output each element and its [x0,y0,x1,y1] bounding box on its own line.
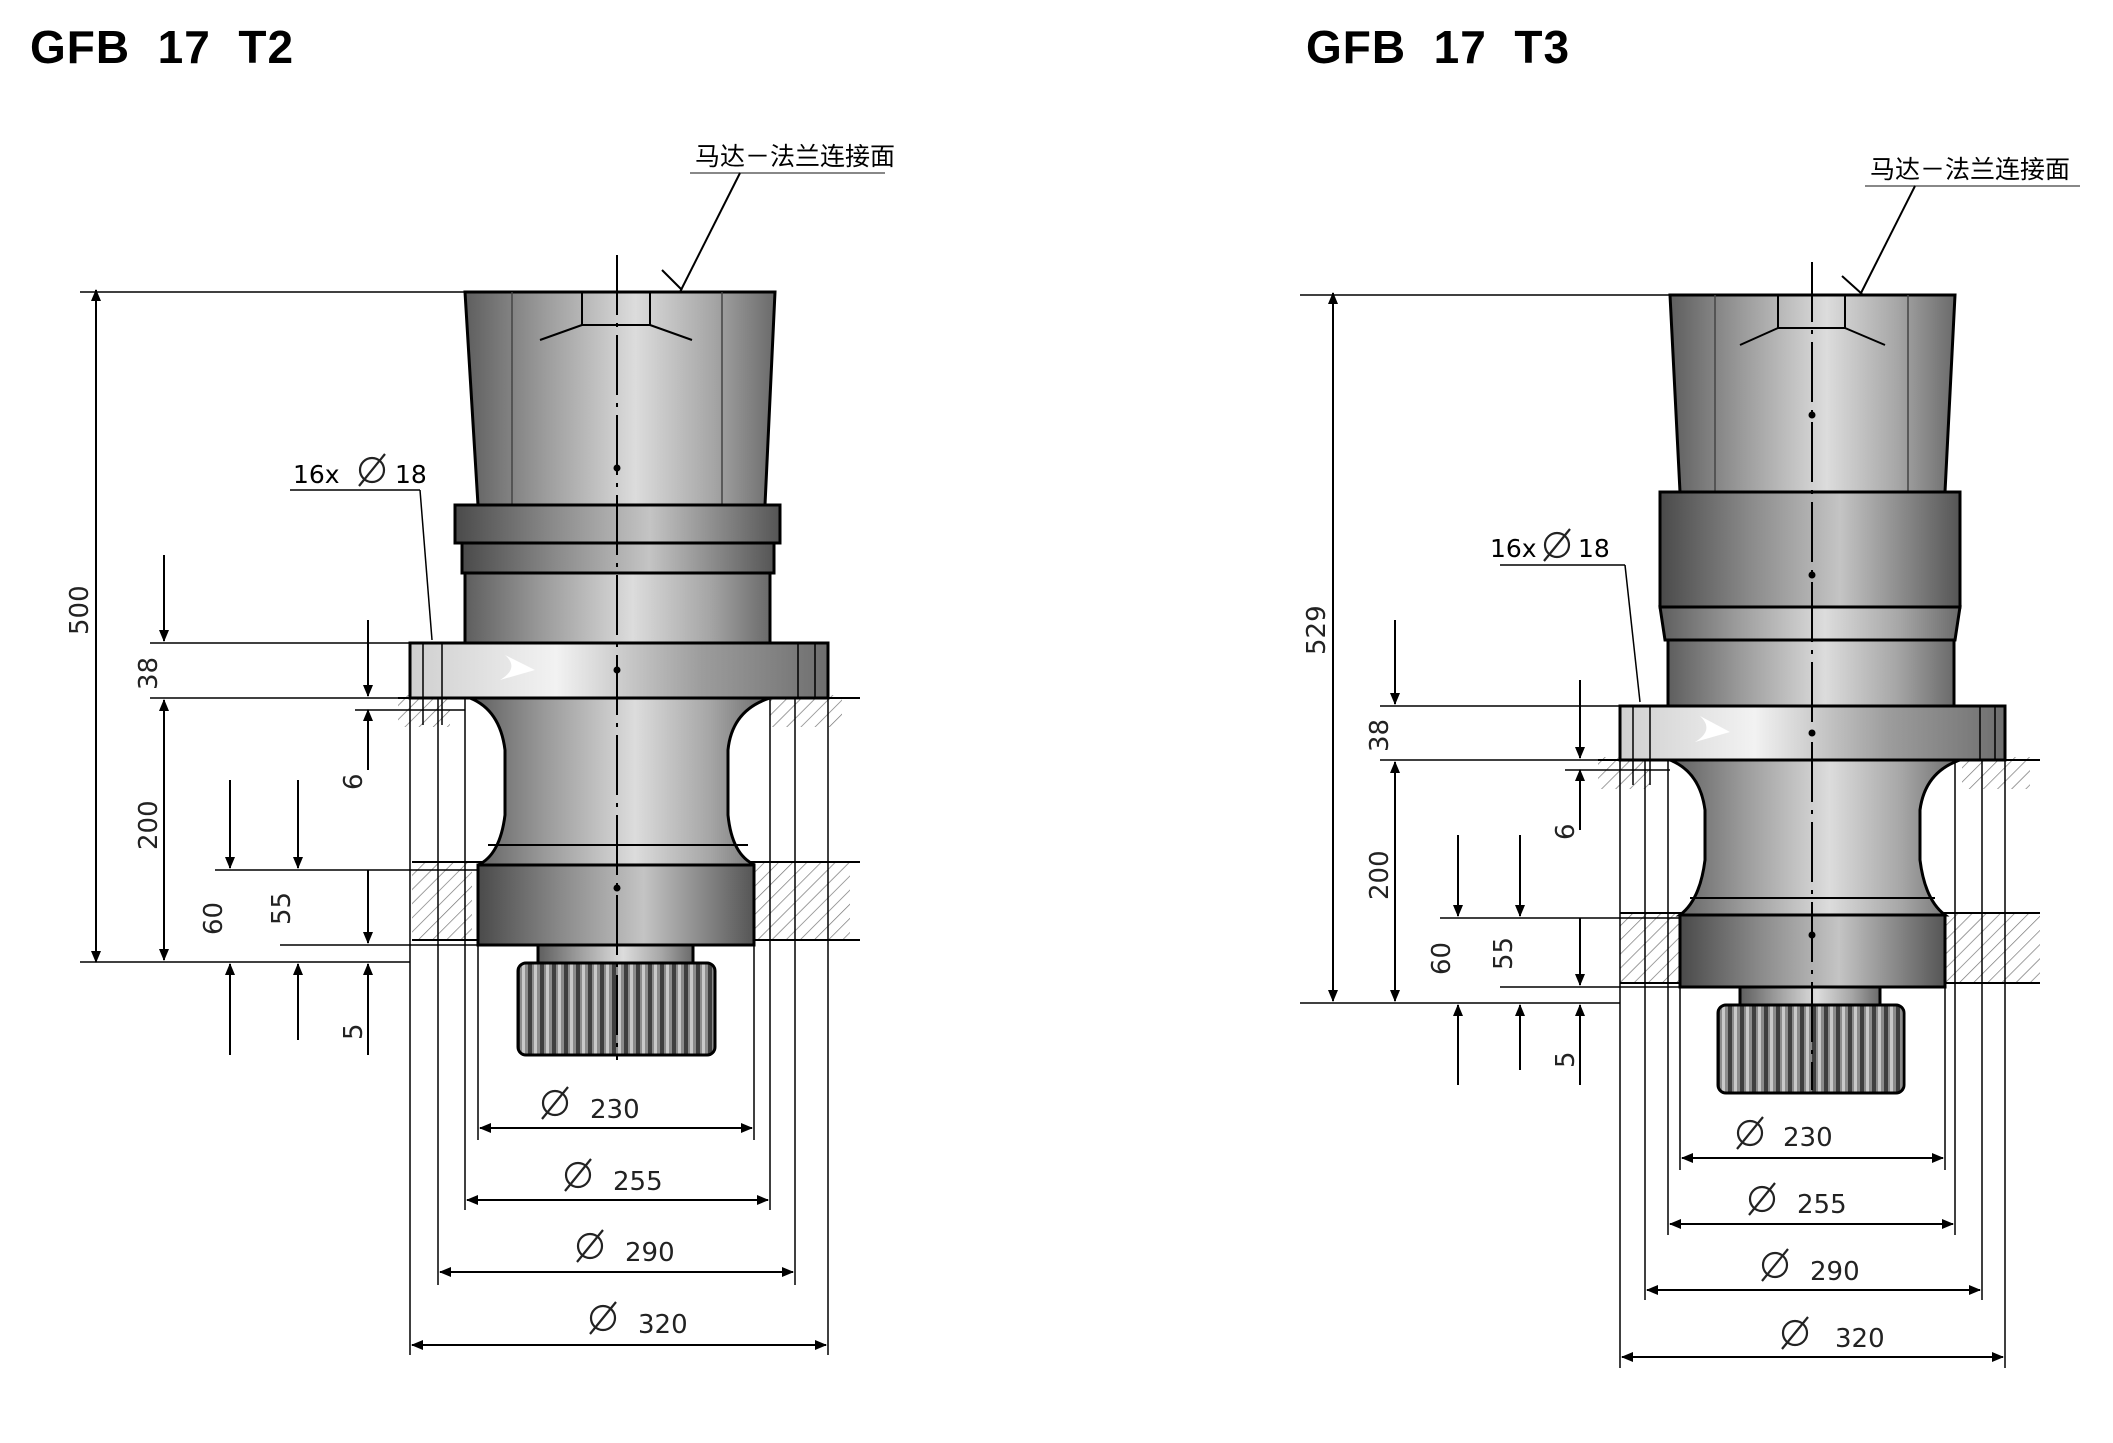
dim-body-height: 200 [134,699,169,961]
dim-value-overall-height: 500 [65,585,95,635]
dim-value-gap: 5 [1551,1051,1581,1068]
dim-value-d1: 230 [1783,1123,1833,1153]
diameter-symbol-icon [575,1228,605,1264]
hole-count-label: 16x [1490,534,1537,563]
drawing-gfb17-t3: 马达－法兰连接面 16x 18 529 38 [1300,155,2080,1368]
diameter-symbol-icon [1780,1315,1810,1351]
flange-holes-callout: 16x 18 [290,452,433,641]
hole-diameter-value: 18 [395,460,427,489]
dim-body-height: 200 [1365,761,1400,1002]
dim-value-d1: 230 [590,1095,640,1125]
dim-value-body-height: 200 [134,800,164,850]
motor-flange-label: 马达－法兰连接面 [695,142,895,171]
dim-value-depth-b: 55 [1489,937,1519,970]
drawing-gfb17-t2: 马达－法兰连接面 16x 18 500 38 [65,142,895,1355]
dim-value-body-height: 200 [1365,850,1395,900]
dim-spigot-offset: 6 [1551,680,1670,840]
diameter-symbol-icon [540,1085,570,1121]
dim-value-d2: 255 [1797,1190,1847,1220]
motor-flange-callout: 马达－法兰连接面 [1841,155,2080,296]
diameter-symbol-icon [1735,1115,1765,1151]
diameter-symbol-icon [1747,1181,1777,1217]
dim-flange-thickness: 38 [134,555,410,699]
dim-output-depths: 60 55 5 [1427,835,1680,1085]
motor-flange-callout: 马达－法兰连接面 [661,142,895,293]
hole-diameter-value: 18 [1578,534,1610,563]
dim-overall-height: 500 [65,289,465,963]
drawing-title-t2: GFB 17 T2 [30,21,295,73]
dim-value-gap: 5 [339,1023,369,1040]
dim-value-overall-height: 529 [1302,605,1332,655]
dim-output-depths: 60 55 5 [199,780,478,1055]
diameter-symbol-icon [1542,527,1572,563]
motor-flange-label: 马达－法兰连接面 [1870,155,2070,184]
drawing-title-t3: GFB 17 T3 [1306,21,1571,73]
dim-value-spigot-offset: 6 [1551,823,1581,840]
flange-holes-callout: 16x 18 [1490,527,1641,703]
mounting-structure-hatch [1598,757,2040,984]
dim-value-depth-a: 60 [199,902,229,935]
dim-value-spigot-offset: 6 [339,773,369,790]
dim-diameters: 230 255 290 320 [1619,760,2006,1368]
dim-value-d4: 320 [638,1310,688,1340]
dim-flange-thickness: 38 [1365,620,1620,761]
dim-value-depth-b: 55 [267,892,297,925]
hole-count-label: 16x [293,460,340,489]
diameter-symbol-icon [563,1157,593,1193]
dim-value-d3: 290 [1810,1257,1860,1287]
dim-value-d3: 290 [625,1238,675,1268]
dim-diameters: 230 255 290 320 [409,698,829,1355]
diameter-symbol-icon [357,452,387,488]
dim-value-flange-thickness: 38 [134,657,164,690]
dim-value-d2: 255 [613,1167,663,1197]
diameter-symbol-icon [588,1300,618,1336]
dim-overall-height: 529 [1300,292,1670,1004]
dim-value-flange-thickness: 38 [1365,719,1395,752]
dim-value-depth-a: 60 [1427,942,1457,975]
dim-spigot-offset: 6 [339,620,465,790]
diameter-symbol-icon [1760,1247,1790,1283]
dim-value-d4: 320 [1835,1324,1885,1354]
